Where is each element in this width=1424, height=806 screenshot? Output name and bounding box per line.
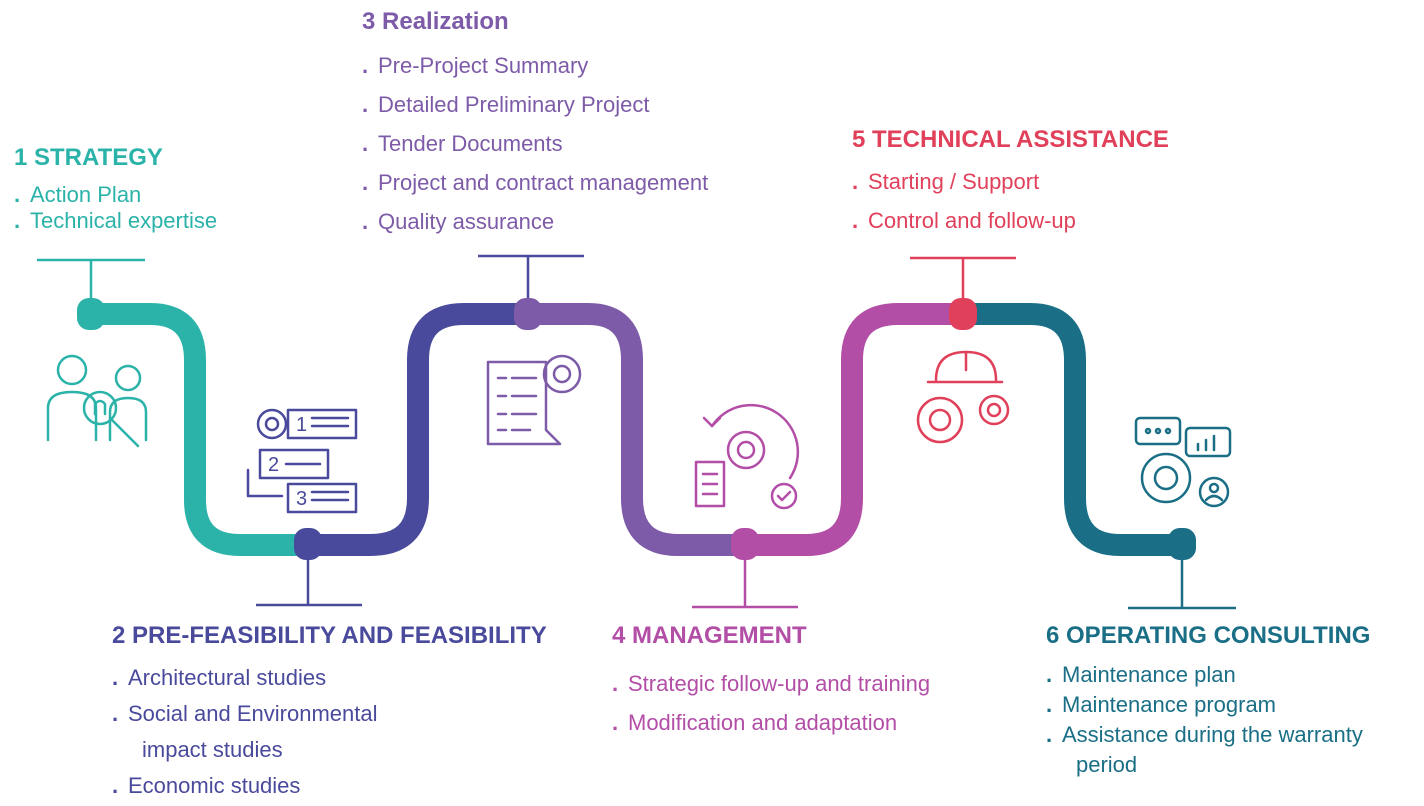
stage-6-title: 6 OPERATING CONSULTING [1046, 622, 1371, 649]
list-item: .Tender Documents [362, 131, 563, 156]
list-item: .Maintenance plan [1046, 662, 1236, 687]
list-item: .Economic studies [112, 773, 301, 798]
svg-text:2: 2 [268, 454, 279, 476]
cycle-gear-document-icon [694, 403, 800, 510]
list-item: .Quality assurance [362, 209, 555, 234]
list-item: .Starting / Support [852, 169, 1040, 194]
stage-5-technical-assistance: 5 TECHNICAL ASSISTANCE .Starting / Suppo… [852, 126, 1169, 240]
milestone-node-2 [294, 528, 322, 560]
stage-5-items: .Starting / Support .Control and follow-… [852, 162, 1169, 240]
road-segment-3 [517, 303, 756, 556]
stage-4-management: 4 MANAGEMENT .Strategic follow-up and tr… [612, 622, 930, 742]
list-item: .Project and contract management [362, 170, 709, 195]
stage-6-items: .Maintenance plan .Maintenance program .… [1046, 660, 1370, 780]
road-segment-1 [80, 303, 319, 556]
gear-chat-chart-user-icon [1134, 416, 1232, 508]
road-segment-5 [952, 303, 1191, 556]
stage-3-title: 3 Realization [362, 8, 509, 35]
stage-3-realization: 3 Realization .Pre-Project Summary .Deta… [362, 8, 708, 241]
team-lightbulb-magnifier-icon [46, 354, 148, 448]
milestone-node-3 [514, 298, 542, 330]
checklist-gear-icon [486, 354, 582, 446]
stage-1-strategy: 1 STRATEGY .Action Plan .Technical exper… [14, 144, 217, 234]
stage-4-items: .Strategic follow-up and training .Modif… [612, 664, 930, 742]
stage-6-operating-consulting: 6 OPERATING CONSULTING .Maintenance plan… [1046, 622, 1370, 780]
stage-5-title: 5 TECHNICAL ASSISTANCE [852, 126, 1169, 153]
gear-numbered-steps-icon: 1 2 3 [246, 408, 358, 514]
list-item: .Technical expertise [14, 208, 218, 233]
list-item: .Action Plan [14, 182, 142, 207]
stage-1-title: 1 STRATEGY [14, 144, 163, 171]
list-item: .Control and follow-up [852, 208, 1076, 233]
hardhat-gears-icon [916, 350, 1010, 444]
list-item: .Pre-Project Summary [362, 53, 589, 78]
stage-4-title: 4 MANAGEMENT [612, 622, 807, 649]
milestone-node-1 [77, 298, 105, 330]
stage-2-items: .Architectural studies .Social and Envir… [112, 660, 547, 804]
list-item: .Strategic follow-up and training [612, 671, 931, 696]
stage-2-pre-feasibility: 2 PRE-FEASIBILITY AND FEASIBILITY .Archi… [112, 622, 547, 804]
milestone-node-5 [949, 298, 977, 330]
road-segment-4 [734, 303, 974, 556]
stage-3-items: .Pre-Project Summary .Detailed Prelimina… [362, 46, 708, 241]
list-item: .Maintenance program [1046, 692, 1277, 717]
list-item: .Modification and adaptation [612, 710, 898, 735]
road-segment-2 [297, 303, 539, 556]
list-item: .Architectural studies [112, 665, 327, 690]
stage-2-title: 2 PRE-FEASIBILITY AND FEASIBILITY [112, 622, 547, 649]
milestone-node-4 [731, 528, 759, 560]
svg-text:1: 1 [296, 414, 307, 436]
milestone-node-6 [1168, 528, 1196, 560]
stage-1-items: .Action Plan .Technical expertise [14, 182, 217, 234]
svg-text:3: 3 [296, 488, 307, 510]
list-item: .Detailed Preliminary Project [362, 92, 650, 117]
